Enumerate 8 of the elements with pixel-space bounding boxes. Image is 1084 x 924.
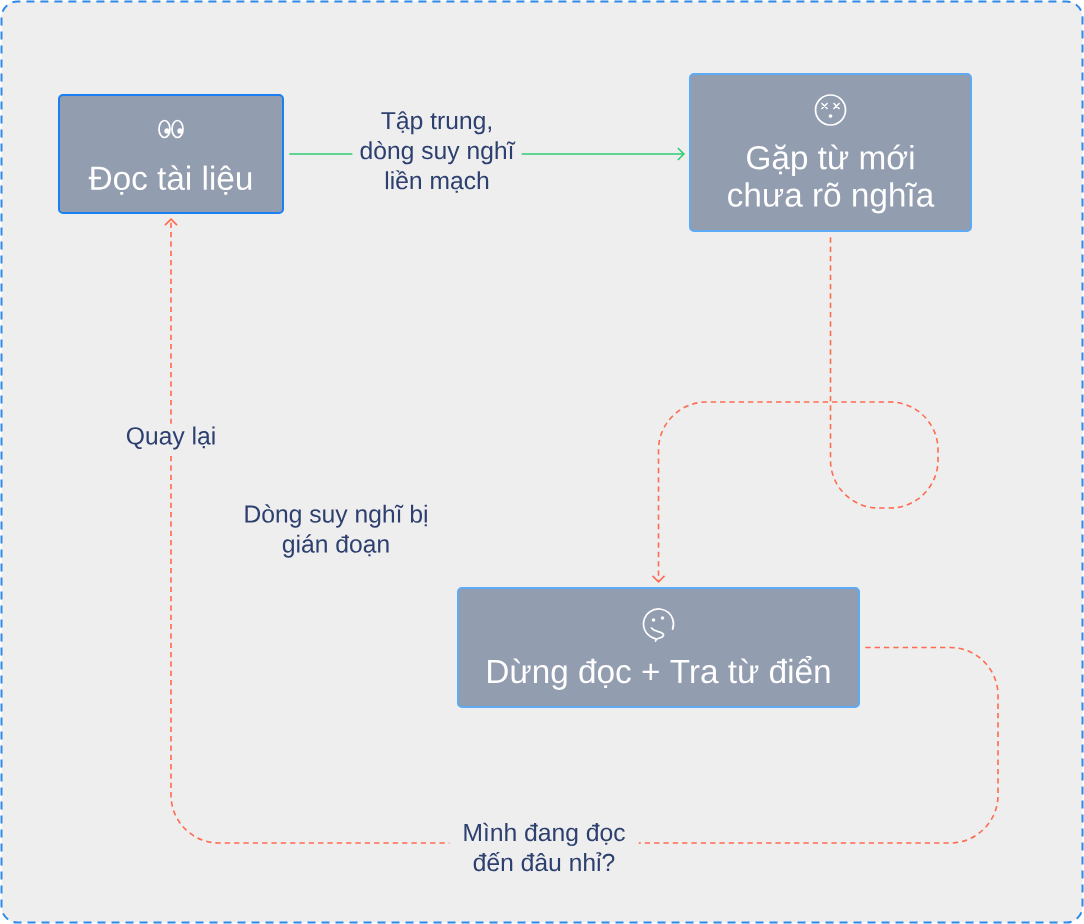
process-box: Gặp từ mới chưa rõ nghĩa [689,73,972,232]
arrow [651,236,939,583]
edge-label: Tập trung, dòng suy nghĩ liền mạch [352,108,522,196]
note: Quay lại [123,423,219,453]
edge-label: Mình đang đọc đến đâu nhỉ? [449,820,639,874]
process-box: Dừng đọc + Tra từ điển [457,587,860,708]
process-box: Đọc tài liệu [58,94,284,214]
note: Dòng suy nghĩ bị gián đoạn [245,504,427,558]
